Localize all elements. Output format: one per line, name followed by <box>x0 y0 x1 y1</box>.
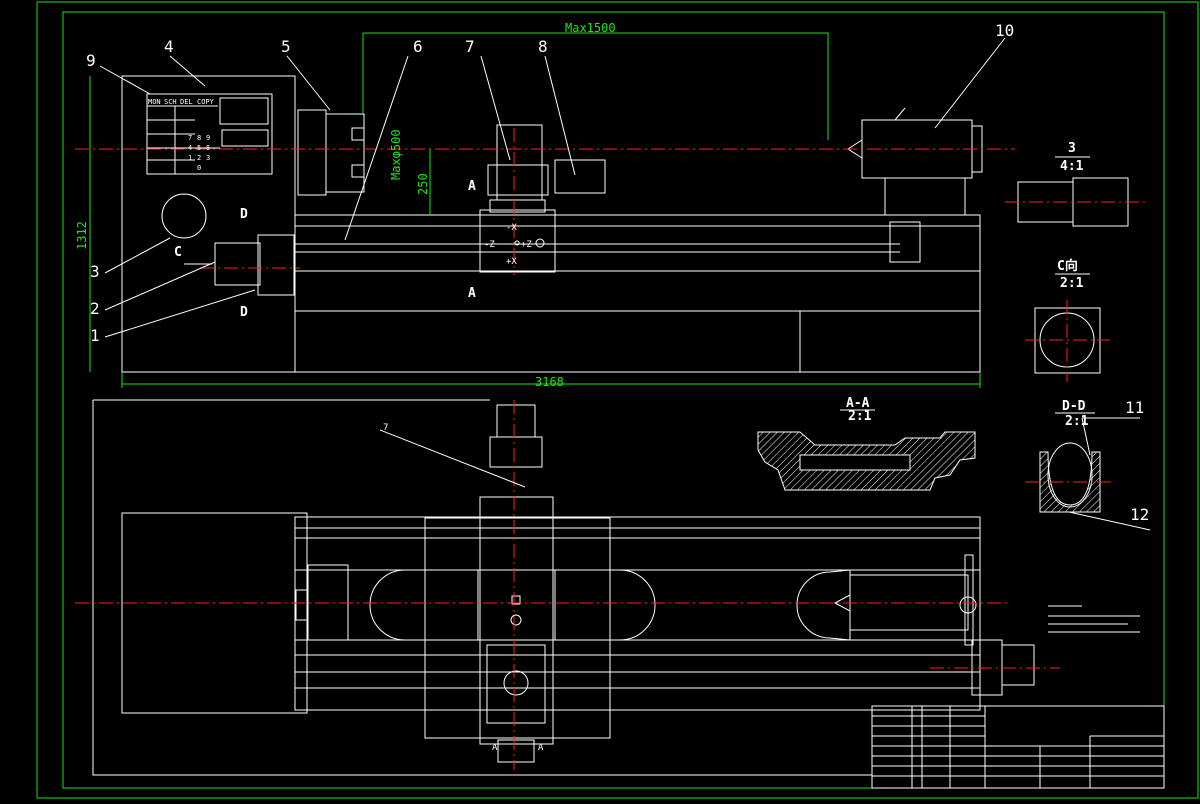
key-4: 4 <box>188 144 192 152</box>
section-a-top: A <box>468 179 476 194</box>
dim-max-dia: Maxφ500 <box>389 129 403 180</box>
carriage <box>479 209 556 273</box>
section-d-top: D <box>240 207 248 222</box>
key-7: 7 <box>188 134 192 142</box>
inner-border <box>62 11 1165 789</box>
detail-c-scale: 2:1 <box>1060 276 1084 291</box>
technical-notes <box>1048 605 1140 633</box>
key-5: 5 <box>197 144 201 152</box>
part-label-9: 9 <box>86 51 96 70</box>
section-a-plan-right: A <box>538 743 544 753</box>
section-a-plan-left: A <box>492 743 498 753</box>
btn-mon: MON <box>148 98 161 106</box>
mark-minus-z: -Z <box>484 240 495 250</box>
key-9: 9 <box>206 134 210 142</box>
part-label-8: 8 <box>538 37 548 56</box>
detail-aa-scale: 2:1 <box>848 409 872 424</box>
mark-plus-z: +Z <box>521 240 532 250</box>
part-label-10: 10 <box>995 21 1014 40</box>
plan-view: 7 <box>75 399 1060 776</box>
detail-dd-scale: 2:1 <box>1065 414 1089 429</box>
plan-leader-7: 7 <box>383 423 388 433</box>
motor-8 <box>554 159 606 194</box>
front-dimensions: Max1500 Maxφ500 250 1312 3168 <box>75 21 981 389</box>
part-label-11: 11 <box>1125 398 1144 417</box>
detail-3-scale: 4:1 <box>1060 159 1084 174</box>
mark-minus-x: -X <box>506 223 517 233</box>
plan-carriage <box>479 496 554 745</box>
detail-views: 3 4:1 C向 2:1 D-D 2:1 A-A 2:1 <box>757 141 1145 513</box>
part-label-12: 12 <box>1130 505 1149 524</box>
part-label-1: 1 <box>90 326 100 345</box>
detail-dd-name: D-D <box>1062 399 1086 414</box>
part-label-5: 5 <box>281 37 291 56</box>
key-3: 3 <box>206 154 210 162</box>
plan-headstock <box>121 512 308 714</box>
btn-del: DEL <box>180 98 193 106</box>
btn-copy: COPY <box>197 98 215 106</box>
part-label-7: 7 <box>465 37 475 56</box>
key-6: 6 <box>206 144 210 152</box>
section-d-bottom: D <box>240 305 248 320</box>
detail-c-name: C向 <box>1057 258 1078 274</box>
axis-marks: -X -Z +Z +X <box>484 223 532 267</box>
title-block <box>871 705 1165 789</box>
dim-overall-length: 3168 <box>535 375 564 389</box>
view-c-arrow: C <box>174 245 182 260</box>
part-label-6: 6 <box>413 37 423 56</box>
dim-overall-height: 1312 <box>75 221 89 250</box>
dim-center-height: 250 <box>416 173 430 195</box>
front-view <box>75 75 1015 373</box>
key-2: 2 <box>197 154 201 162</box>
detail-3-name: 3 <box>1068 141 1076 156</box>
key-8: 8 <box>197 134 201 142</box>
section-a-bottom: A <box>468 286 476 301</box>
outer-border <box>36 1 1199 799</box>
tool-turret <box>496 124 543 201</box>
part-label-2: 2 <box>90 299 100 318</box>
key-0: 0 <box>197 164 201 172</box>
part-label-3: 3 <box>90 262 100 281</box>
mark-plus-x: +X <box>506 257 517 267</box>
dim-max-length: Max1500 <box>565 21 616 35</box>
part-label-4: 4 <box>164 37 174 56</box>
leaders: 9 4 5 6 7 8 10 3 2 1 11 12 <box>86 21 1151 531</box>
section-marks: A A D D C A A <box>174 179 544 753</box>
btn-sch: SCH <box>164 98 177 106</box>
detail-aa-name: A-A <box>846 396 870 411</box>
key-1: 1 <box>188 154 192 162</box>
panel-buttons: MON SCH DEL COPY 7 8 9 4 5 6 1 2 3 0 <box>148 98 215 172</box>
